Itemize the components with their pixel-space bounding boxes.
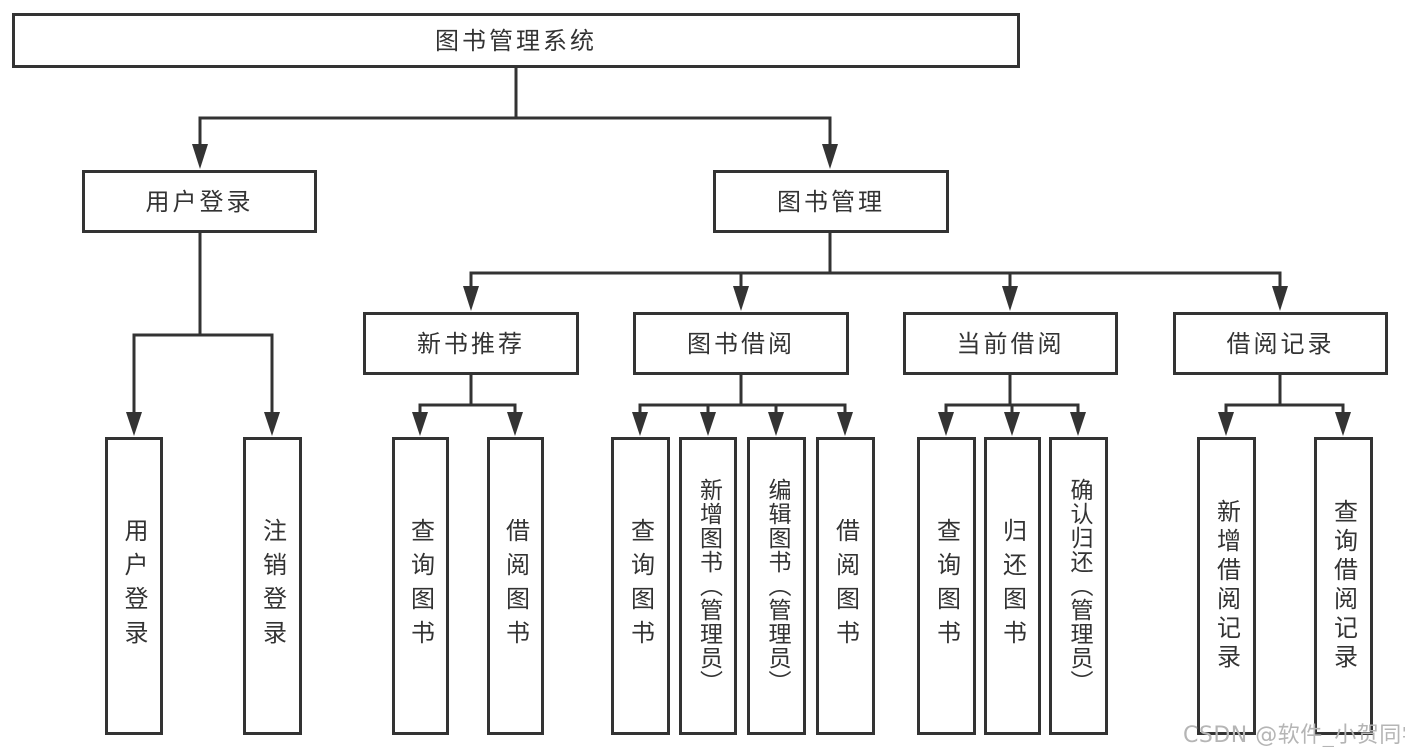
- arrow-down-icon: [632, 412, 648, 436]
- leaf-logout: 注销登录: [243, 437, 302, 735]
- arrow-down-icon: [1002, 286, 1018, 311]
- arrow-down-icon: [1335, 412, 1351, 436]
- connector-current-borrow: [944, 373, 1080, 420]
- node-user-login: 用户登录: [82, 170, 317, 233]
- arrowheads: [126, 144, 1351, 436]
- arrow-down-icon: [126, 412, 142, 436]
- leaf-add-borrow-record: 新增借阅记录: [1197, 437, 1256, 735]
- connector-book-borrow: [638, 373, 847, 420]
- connector-book-mgmt: [469, 231, 1282, 294]
- leaf-query-books-3: 查询图书: [917, 437, 976, 735]
- leaf-edit-books-admin: 编辑图书（管理员）: [747, 437, 806, 735]
- node-current-borrow: 当前借阅: [903, 312, 1118, 375]
- connector-new-book-rec: [418, 373, 517, 420]
- arrow-down-icon: [822, 144, 838, 169]
- leaf-query-books-1: 查询图书: [392, 437, 449, 735]
- leaf-confirm-return-admin: 确认归还（管理员）: [1049, 437, 1108, 735]
- arrow-down-icon: [463, 286, 479, 311]
- arrow-down-icon: [507, 412, 523, 436]
- node-book-borrow: 图书借阅: [633, 312, 849, 375]
- connector-root: [198, 66, 832, 152]
- connector-user-login: [132, 231, 274, 420]
- leaf-return-books: 归还图书: [984, 437, 1041, 735]
- arrow-down-icon: [733, 286, 749, 311]
- leaf-add-books-admin: 新增图书（管理员）: [679, 437, 737, 735]
- arrow-down-icon: [192, 144, 208, 169]
- arrow-down-icon: [837, 412, 853, 436]
- arrow-down-icon: [938, 412, 954, 436]
- csdn-watermark: CSDN @软件_小贺同学: [1183, 723, 1405, 747]
- arrow-down-icon: [1218, 412, 1234, 436]
- node-borrow-record: 借阅记录: [1173, 312, 1388, 375]
- arrow-down-icon: [412, 412, 428, 436]
- arrow-down-icon: [768, 412, 784, 436]
- leaf-query-borrow-record: 查询借阅记录: [1314, 437, 1373, 735]
- node-book-management: 图书管理: [713, 170, 949, 233]
- leaf-borrow-books-1: 借阅图书: [487, 437, 544, 735]
- arrow-down-icon: [1070, 412, 1086, 436]
- node-library-system: 图书管理系统: [12, 13, 1020, 68]
- leaf-borrow-books-2: 借阅图书: [816, 437, 875, 735]
- arrow-down-icon: [1272, 286, 1288, 311]
- arrow-down-icon: [1004, 412, 1020, 436]
- node-new-book-recommend: 新书推荐: [363, 312, 579, 375]
- leaf-user-login: 用户登录: [105, 437, 163, 735]
- connector-borrow-record: [1224, 373, 1345, 420]
- leaf-query-books-2: 查询图书: [611, 437, 670, 735]
- arrow-down-icon: [700, 412, 716, 436]
- arrow-down-icon: [264, 412, 280, 436]
